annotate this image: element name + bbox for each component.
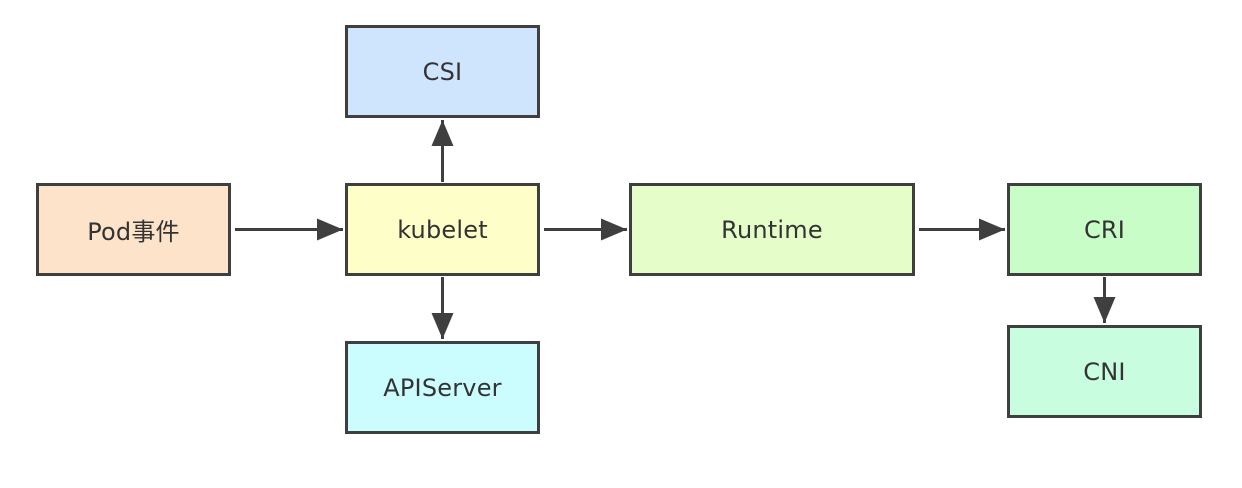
arrowhead-runtime-to-cri	[979, 218, 1005, 241]
arrowhead-pod-to-kubelet	[317, 218, 343, 241]
runtime-label: Runtime	[721, 215, 823, 244]
cni-label: CNI	[1083, 357, 1126, 386]
arrowhead-kubelet-to-runtime	[601, 218, 627, 241]
kubelet-node: kubelet	[345, 183, 540, 276]
arrowhead-cri-to-cni	[1093, 297, 1116, 323]
cni-node: CNI	[1007, 325, 1202, 418]
pod-event-node: Pod事件	[36, 183, 231, 276]
arrowhead-kubelet-to-apiserver	[431, 313, 454, 339]
cri-node: CRI	[1007, 183, 1202, 276]
runtime-node: Runtime	[629, 183, 915, 276]
apiserver-label: APIServer	[383, 373, 502, 402]
kubelet-label: kubelet	[397, 215, 488, 244]
csi-node: CSI	[345, 25, 540, 118]
cri-label: CRI	[1083, 215, 1126, 244]
arrowhead-kubelet-to-csi	[431, 120, 454, 146]
csi-label: CSI	[422, 57, 463, 86]
apiserver-node: APIServer	[345, 341, 540, 434]
pod-event-label: Pod事件	[87, 218, 180, 246]
